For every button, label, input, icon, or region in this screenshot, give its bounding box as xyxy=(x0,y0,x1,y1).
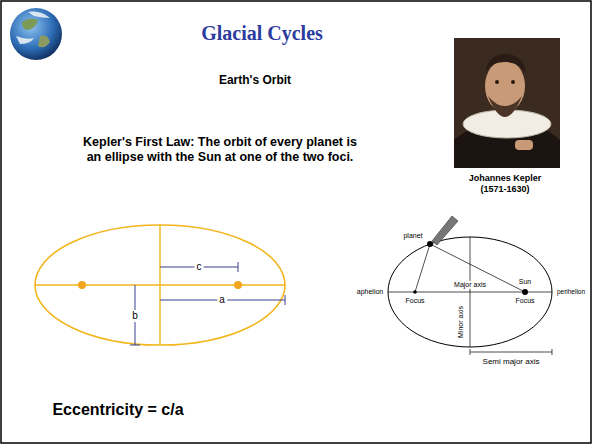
diagram-label: Semi major axis xyxy=(483,357,540,367)
radius-line xyxy=(415,244,430,292)
subtitle: Earth's Orbit xyxy=(219,73,291,87)
orbit-ellipse xyxy=(388,237,552,347)
diagram-label: Focus xyxy=(405,297,424,305)
formula-text: Eccentricity = c/a xyxy=(52,400,183,419)
dimension-tick xyxy=(130,345,140,346)
orbit-diagram xyxy=(388,216,552,355)
portrait-eye xyxy=(495,80,499,84)
portrait-hand xyxy=(515,140,533,150)
sun-dot xyxy=(522,289,528,295)
diagram-label: perihelion xyxy=(557,288,585,296)
portrait-beard xyxy=(488,96,522,117)
bracket-tick xyxy=(470,349,471,355)
focus-dot xyxy=(413,290,417,294)
pencil-icon xyxy=(432,216,458,245)
portrait-eye xyxy=(511,80,515,84)
kepler-portrait xyxy=(454,38,560,168)
diagram-label: Focus xyxy=(515,297,534,305)
earth-icon xyxy=(10,8,62,60)
portrait-ground xyxy=(454,38,560,168)
bracket-tick xyxy=(552,349,553,355)
portrait-face xyxy=(485,60,525,112)
minor-axis-line xyxy=(470,237,471,347)
radius-line xyxy=(430,244,525,292)
dimension-tick xyxy=(238,262,239,272)
diagram-label: Sun xyxy=(519,278,531,286)
semi-major-bracket xyxy=(470,352,552,353)
earth-cloud xyxy=(16,36,34,44)
diagram-label: aphelion xyxy=(357,288,383,296)
diagram-label: Minor axis xyxy=(457,306,465,338)
ellipse-diagram xyxy=(35,225,285,345)
orbit-ellipse xyxy=(35,225,285,345)
planet-dot xyxy=(427,241,433,247)
diagram-label: Major axis xyxy=(452,281,488,289)
law-text: Kepler's First Law: The orbit of every p… xyxy=(75,135,365,165)
minor-axis-line xyxy=(159,225,160,345)
diagram-label: planet xyxy=(403,232,422,240)
dimension-tick xyxy=(285,295,286,305)
earth-cloud xyxy=(28,12,50,18)
earth-land xyxy=(22,18,38,30)
dimension-label: c xyxy=(195,261,204,273)
earth-land xyxy=(38,36,50,48)
earth-globe xyxy=(10,8,62,60)
focus-dot xyxy=(234,281,242,289)
portrait-caption: Johannes Kepler (1571-1630) xyxy=(455,173,555,195)
dimension-label: b xyxy=(130,310,140,322)
portrait-hair xyxy=(485,54,526,74)
focus-dot xyxy=(78,281,86,289)
dimension-label: a xyxy=(217,294,227,306)
slide-title: Glacial Cycles xyxy=(201,21,323,45)
